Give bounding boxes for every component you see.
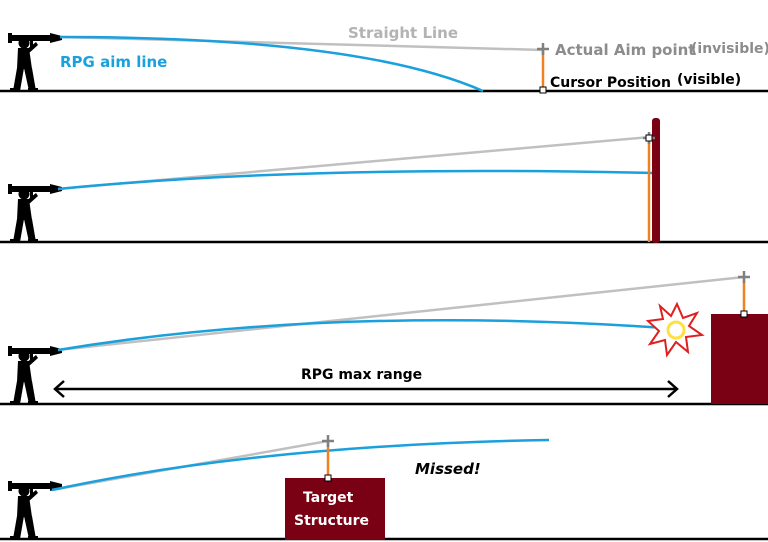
rpg-aim-line-label: RPG aim line [60, 53, 167, 71]
aim-point-label: Actual Aim point [555, 41, 695, 59]
cursor-marker-icon [740, 310, 748, 318]
aim-point-note: (invisible) [691, 41, 768, 57]
rpg-aim-line [59, 35, 484, 93]
target-structure-label-line2: Structure [294, 513, 369, 529]
max-range-label: RPG max range [301, 367, 422, 383]
soldier-icon [8, 184, 62, 242]
target-structure-block [711, 314, 768, 404]
soldier-icon [8, 33, 62, 91]
cursor-marker-icon [645, 134, 653, 142]
cursor-position-label: Cursor Position [550, 75, 671, 91]
panel-2 [0, 118, 768, 244]
aim-point-cross-icon [738, 271, 750, 283]
cursor-position-note: (visible) [677, 72, 741, 88]
soldier-icon [8, 346, 62, 404]
panel-4: Target Structure Missed! [0, 435, 768, 541]
panel-3: RPG max range [0, 271, 768, 406]
missed-label: Missed! [415, 460, 481, 478]
aim-point-cross-icon [537, 43, 549, 55]
straight-line [57, 275, 745, 352]
cursor-marker-icon [539, 86, 547, 94]
rpg-aim-line [57, 169, 653, 191]
panel-1: Straight Line RPG aim line Actual Aim po… [0, 24, 768, 94]
aim-point-cross-icon [322, 435, 334, 447]
rpg-aim-line [57, 318, 666, 352]
target-structure-label-line1: Target [303, 490, 354, 506]
tall-structure [652, 118, 660, 243]
rpg-aim-line [51, 438, 550, 492]
cursor-marker-icon [324, 474, 332, 482]
straight-line-label: Straight Line [348, 24, 458, 42]
explosion-icon [645, 301, 705, 358]
target-structure-block [285, 478, 385, 540]
max-range-arrow [53, 380, 679, 398]
